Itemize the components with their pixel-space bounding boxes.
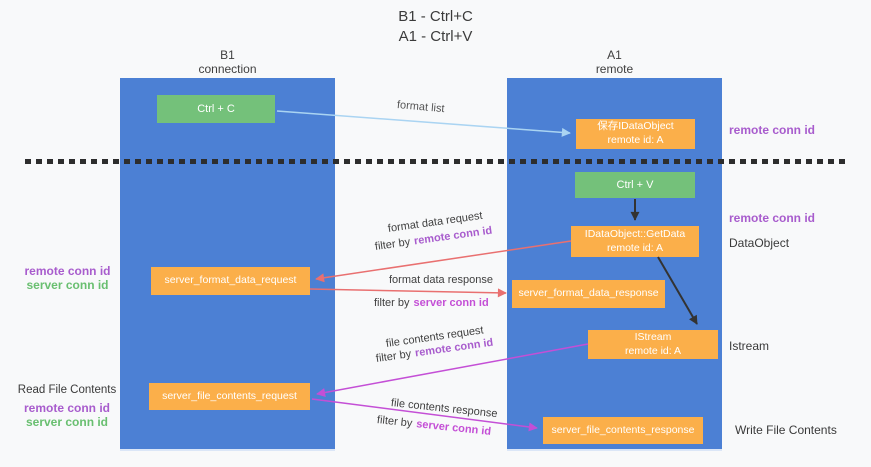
node-getdata-line1: IDataObject::GetData — [584, 227, 686, 240]
server-conn-id-text: server conn id — [415, 418, 492, 438]
node-istream: IStream remote id: A — [588, 330, 718, 359]
filter-by-text: filter by — [374, 236, 411, 253]
node-istream-line1: IStream — [634, 330, 672, 343]
label-dataobject: DataObject — [729, 236, 790, 250]
node-getdata-line2: remote id: A — [606, 241, 664, 254]
node-file-request-label: server_file_contents_request — [162, 389, 297, 402]
node-server-file-contents-request: server_file_contents_request — [149, 383, 310, 410]
filter-by-text: filter by — [376, 414, 413, 430]
label-remote-conn-id-mid-right: remote conn id — [729, 211, 816, 225]
node-server-format-data-request: server_format_data_request — [151, 267, 310, 295]
node-save-idataobject-line1: 保存IDataObject — [597, 120, 674, 133]
lane-header-a1: A1 remote — [507, 48, 722, 77]
label-istream: Istream — [729, 339, 770, 353]
lane-a1-subtitle: remote — [595, 62, 634, 77]
node-idataobject-getdata: IDataObject::GetData remote id: A — [571, 226, 699, 257]
label-format-list: format list — [396, 99, 446, 116]
node-server-format-data-response: server_format_data_response — [512, 280, 665, 308]
node-ctrl-v-label: Ctrl + V — [616, 178, 654, 191]
arrow-format-data-response — [309, 288, 507, 298]
label-read-file-contents: Read File Contents — [17, 384, 117, 396]
node-format-response-label: server_format_data_response — [518, 287, 659, 300]
label-remote-conn-id-left-bottom: remote conn id — [23, 401, 110, 415]
node-file-response-label: server_file_contents_response — [551, 423, 695, 436]
node-ctrl-c: Ctrl + C — [157, 95, 275, 123]
server-conn-id-text: server conn id — [413, 297, 489, 309]
title-line-1: B1 - Ctrl+C — [398, 8, 473, 25]
node-save-idataobject-line2: remote id: A — [607, 134, 664, 146]
node-format-request-label: server_format_data_request — [164, 274, 297, 287]
label-remote-conn-id-left-mid: remote conn id — [24, 264, 111, 278]
title-line-2: A1 - Ctrl+V — [398, 28, 473, 46]
node-server-file-contents-response: server_file_contents_response — [543, 417, 703, 444]
filter-by-text: filter by — [375, 348, 412, 365]
node-ctrl-v: Ctrl + V — [575, 172, 695, 198]
lane-header-b1: B1 connection — [120, 48, 335, 77]
node-ctrl-c-label: Ctrl + C — [197, 102, 235, 115]
lane-b1-subtitle: connection — [198, 62, 257, 77]
lane-a1-title: A1 — [607, 48, 622, 62]
label-remote-conn-id-top-right: remote conn id — [729, 123, 816, 137]
label-write-file-contents: Write File Contents — [735, 423, 837, 437]
node-save-idataobject: 保存IDataObject remote id: A — [576, 119, 695, 149]
diagram-title: B1 - Ctrl+C A1 - Ctrl+V — [0, 7, 871, 48]
lane-b1-title: B1 — [220, 48, 235, 62]
node-istream-line2: remote id: A — [624, 344, 682, 357]
label-format-data-response: format data response — [389, 274, 493, 286]
label-stack-left-bottom: Read File Contents remote conn id server… — [12, 383, 122, 429]
filter-by-text: filter by — [374, 297, 410, 309]
label-server-conn-id-left-bottom: server conn id — [25, 415, 109, 429]
dashed-separator-line — [25, 159, 845, 164]
label-server-conn-id-left-mid: server conn id — [26, 278, 109, 292]
label-stack-left-mid: remote conn id server conn id — [15, 264, 120, 292]
